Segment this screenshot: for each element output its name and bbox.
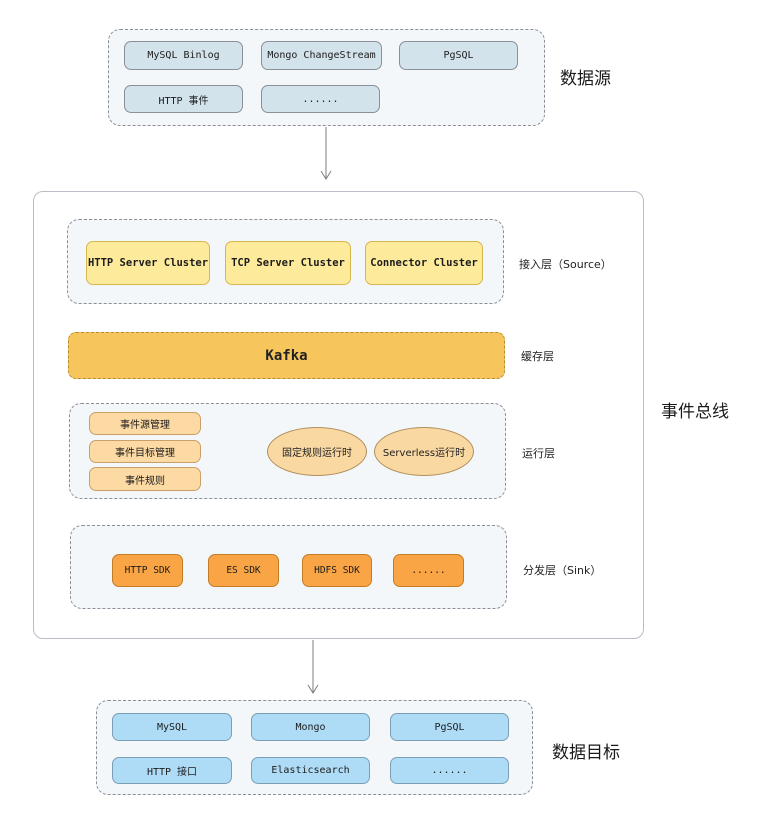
target-item-mongo: Mongo: [251, 713, 370, 741]
target-item-more: ......: [390, 757, 509, 784]
source-item-more: ......: [261, 85, 380, 113]
target-item-elasticsearch: Elasticsearch: [251, 757, 370, 784]
sink-item-more: ......: [393, 554, 464, 587]
source-to-bus-arrowhead: [320, 170, 332, 180]
source-item-pgsql: PgSQL: [399, 41, 518, 70]
data-target-title: 数据目标: [552, 743, 620, 763]
kafka-bar: Kafka: [68, 332, 505, 379]
rule-event-source-management: 事件源管理: [89, 412, 201, 435]
target-item-mysql: MySQL: [112, 713, 232, 741]
bus-to-target-arrowhead: [307, 684, 319, 694]
sink-item-http-sdk: HTTP SDK: [112, 554, 183, 587]
data-source-title: 数据源: [560, 69, 611, 89]
target-item-pgsql: PgSQL: [390, 713, 509, 741]
source-item-mysql-binlog: MySQL Binlog: [124, 41, 243, 70]
access-item-http-server-cluster: HTTP Server Cluster: [86, 241, 210, 285]
fixed-rule-runtime: 固定规则运行时: [267, 427, 367, 476]
access-item-connector-cluster: Connector Cluster: [365, 241, 483, 285]
access-item-tcp-server-cluster: TCP Server Cluster: [225, 241, 351, 285]
serverless-runtime: Serverless运行时: [374, 427, 474, 476]
source-item-http-event: HTTP 事件: [124, 85, 243, 113]
rule-event-rules: 事件规则: [89, 467, 201, 491]
rule-event-target-management: 事件目标管理: [89, 440, 201, 463]
runtime-layer-label: 运行层: [522, 447, 555, 460]
target-item-http-interface: HTTP 接口: [112, 757, 232, 784]
event-bus-title: 事件总线: [661, 402, 729, 422]
cache-layer-label: 缓存层: [521, 350, 554, 363]
access-layer-label: 接入层（Source）: [519, 258, 612, 271]
dispatch-layer-label: 分发层（Sink）: [523, 564, 602, 577]
sink-item-hdfs-sdk: HDFS SDK: [302, 554, 372, 587]
sink-item-es-sdk: ES SDK: [208, 554, 279, 587]
source-item-mongo-changestream: Mongo ChangeStream: [261, 41, 382, 70]
